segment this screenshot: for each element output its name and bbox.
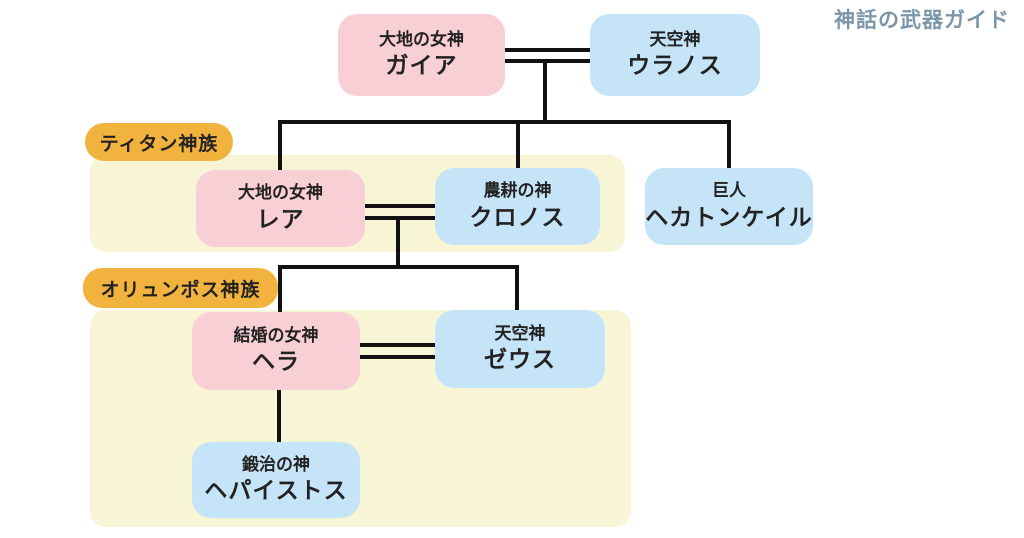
site-watermark: 神話の武器ガイド — [834, 8, 1010, 32]
node-rhea-epithet: 大地の女神 — [238, 183, 323, 203]
node-kronos: 農耕の神 クロノス — [435, 168, 600, 245]
node-gaia-name: ガイア — [385, 53, 458, 80]
node-zeus-name: ゼウス — [484, 347, 556, 374]
olympus-group-label: オリュンポス神族 — [83, 268, 278, 308]
node-hecatoncheires-name: ヘカトンケイル — [645, 204, 813, 231]
node-uranus-name: ウラノス — [627, 53, 723, 80]
node-rhea-name: レア — [256, 206, 305, 233]
node-rhea: 大地の女神 レア — [196, 170, 365, 247]
titan-group-label: ティタン神族 — [85, 123, 233, 161]
node-hera-epithet: 結婚の女神 — [233, 325, 319, 346]
node-uranus: 天空神 ウラノス — [590, 14, 760, 96]
node-hephaistos-name: ヘパイストス — [204, 478, 348, 505]
node-hera-name: ヘラ — [252, 349, 300, 376]
node-hecatoncheires-epithet: 巨人 — [712, 181, 746, 201]
node-hecatoncheires: 巨人 ヘカトンケイル — [645, 168, 813, 245]
node-kronos-name: クロノス — [469, 204, 566, 231]
node-gaia: 大地の女神 ガイア — [338, 14, 505, 96]
node-kronos-epithet: 農耕の神 — [483, 181, 552, 201]
node-hephaistos-epithet: 鍛治の神 — [242, 454, 310, 475]
node-hephaistos: 鍛治の神 ヘパイストス — [192, 442, 360, 518]
node-gaia-epithet: 大地の女神 — [379, 29, 464, 50]
node-zeus-epithet: 天空神 — [494, 323, 546, 344]
node-zeus: 天空神 ゼウス — [435, 310, 605, 388]
node-hera: 結婚の女神 ヘラ — [192, 312, 360, 390]
node-uranus-epithet: 天空神 — [649, 29, 701, 50]
